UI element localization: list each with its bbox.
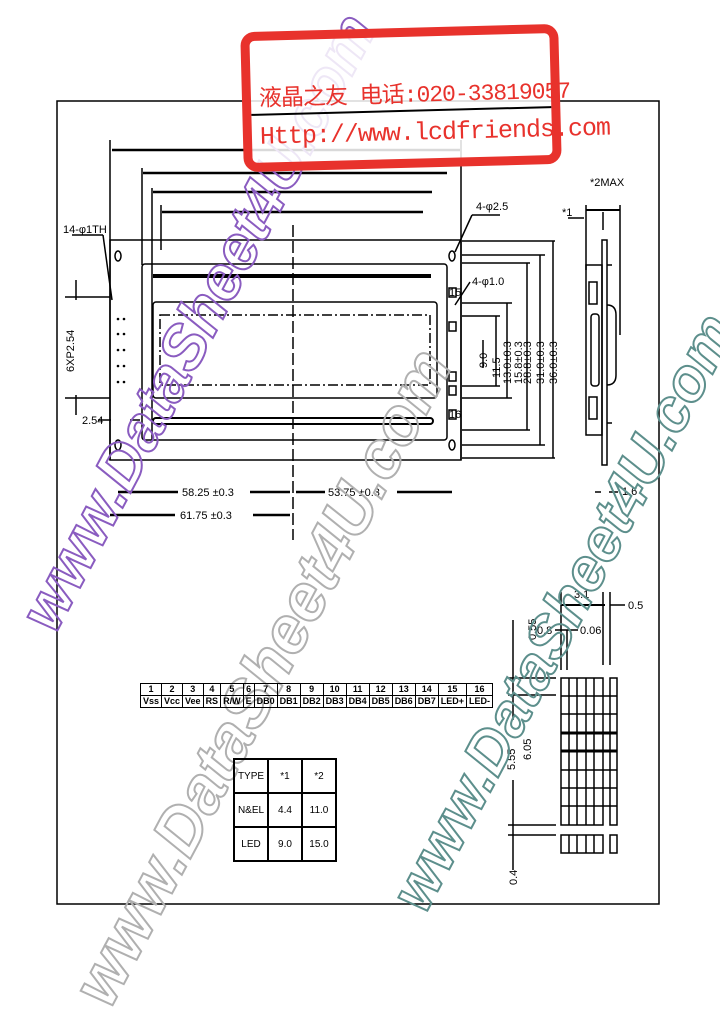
- dim-61-75: 61.75 ±0.3: [180, 510, 232, 522]
- svg-text:0.5: 0.5: [628, 600, 643, 612]
- type-header-row: TYPE *1 *2: [233, 758, 337, 794]
- svg-text:5.55: 5.55: [506, 749, 518, 770]
- pin-name: Vcc: [161, 695, 184, 708]
- pin-number: 15: [437, 683, 467, 696]
- svg-text:15: 15: [449, 287, 461, 299]
- type-header: *1: [267, 758, 303, 794]
- hole-count-label: 14-φ1TH: [63, 224, 107, 236]
- svg-text:0.06: 0.06: [580, 625, 601, 637]
- pin-name: LED-: [465, 695, 493, 708]
- stamp-url: Http://www.lcdfriends.com: [259, 113, 611, 152]
- backlight-type-table: TYPE *1 *2 N&EL 4.4 11.0 LED 9.0 15.0: [233, 758, 337, 862]
- pin-number: 4: [202, 683, 222, 696]
- char-detail: [508, 592, 625, 870]
- side-view: [568, 205, 621, 493]
- pin-name: DB6: [391, 695, 416, 708]
- type-cell: 9.0: [267, 826, 303, 862]
- pin-number: 12: [368, 683, 393, 696]
- pin-name-row: Vss Vcc Vee RS R/W E DB0 DB1 DB2 DB3 DB4…: [139, 695, 493, 708]
- pin-number: 8: [276, 683, 301, 696]
- pin-name: DB5: [368, 695, 393, 708]
- pin-name: RS: [202, 695, 222, 708]
- pin-name: DB1: [276, 695, 301, 708]
- svg-text:0.55: 0.55: [527, 619, 539, 640]
- pin-number: 16: [465, 683, 493, 696]
- module-outline: [109, 225, 462, 540]
- svg-text:0.4: 0.4: [508, 870, 520, 885]
- type-cell: 15.0: [301, 826, 337, 862]
- svg-text:28.8±0.3: 28.8±0.3: [522, 341, 534, 384]
- svg-text:36.0±0.3: 36.0±0.3: [548, 341, 560, 384]
- type-row: LED 9.0 15.0: [233, 826, 337, 862]
- svg-text:31.0±0.3: 31.0±0.3: [535, 341, 547, 384]
- pin-name: DB7: [414, 695, 439, 708]
- pin-number: 13: [391, 683, 416, 696]
- type-header: *2: [301, 758, 337, 794]
- pin-name: Vss: [139, 695, 163, 708]
- dim-58-25: 58.25 ±0.3: [182, 487, 234, 499]
- svg-text:1.6: 1.6: [622, 486, 637, 498]
- pin-number: 1: [139, 683, 163, 696]
- type-row: N&EL 4.4 11.0: [233, 792, 337, 828]
- svg-text:6.05: 6.05: [522, 739, 534, 760]
- type-cell: LED: [233, 826, 269, 862]
- svg-text:9.0: 9.0: [478, 353, 490, 368]
- pin-assignment-table: 1 2 3 4 5 6 7 8 9 10 11 12 13 14 15 16 V…: [139, 683, 493, 708]
- svg-text:13.0±0.3: 13.0±0.3: [502, 341, 514, 384]
- mount-holes-label: 4-φ2.5: [476, 201, 508, 213]
- pin-name: DB2: [299, 695, 324, 708]
- contact-stamp: 液晶之友 电话:020-33819057 Http://www.lcdfrien…: [240, 23, 610, 173]
- pin-number: 9: [299, 683, 324, 696]
- pin-name: Vee: [182, 695, 204, 708]
- svg-text:0.8: 0.8: [537, 625, 552, 637]
- type-cell: 11.0: [301, 792, 337, 828]
- pin-name: R/W: [220, 695, 244, 708]
- led-holes-label: 4-φ1.0: [472, 276, 504, 288]
- pin-name: DB4: [345, 695, 370, 708]
- svg-text:3.1: 3.1: [574, 589, 589, 601]
- pin-number: 14: [414, 683, 439, 696]
- pin-number: 5: [220, 683, 244, 696]
- pin-number: 7: [253, 683, 278, 696]
- svg-text:*1: *1: [562, 207, 572, 219]
- svg-text:11.5: 11.5: [491, 357, 503, 378]
- pin-number-row: 1 2 3 4 5 6 7 8 9 10 11 12 13 14 15 16: [139, 683, 493, 696]
- pin-name: DB0: [253, 695, 278, 708]
- pin-number: 11: [345, 683, 370, 696]
- pin-number: 2: [161, 683, 184, 696]
- pin-number: 3: [182, 683, 204, 696]
- pin-name: LED+: [437, 695, 467, 708]
- pin-dots: [116, 317, 126, 384]
- type-header: TYPE: [233, 758, 269, 794]
- dim-53-75: 53.75 ±0.3: [328, 487, 380, 499]
- pin-name: E: [242, 695, 255, 708]
- pin-number: 6: [242, 683, 255, 696]
- svg-text:15.8±0.3: 15.8±0.3: [513, 341, 525, 384]
- pin-number: 10: [322, 683, 347, 696]
- svg-text:16: 16: [449, 409, 461, 421]
- pin-pitch-label: 6XP2.54: [65, 330, 77, 372]
- type-cell: 4.4: [267, 792, 303, 828]
- svg-text:*2MAX: *2MAX: [590, 177, 625, 189]
- pin-name: DB3: [322, 695, 347, 708]
- pin-spacing-label: 2.54: [82, 415, 103, 427]
- type-cell: N&EL: [233, 792, 269, 828]
